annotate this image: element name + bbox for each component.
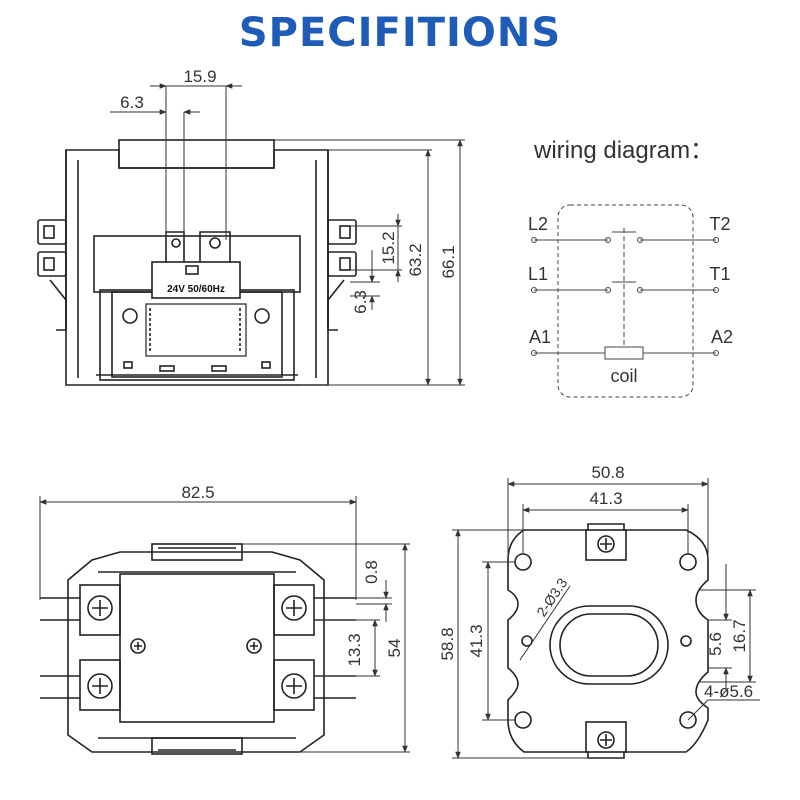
dim-41-3-h: 41.3 [589, 489, 622, 508]
label-T1: T1 [709, 264, 730, 284]
dim-66-1: 66.1 [439, 245, 458, 278]
mount-view-dimensions [452, 478, 760, 759]
dim-16-7: 16.7 [730, 619, 749, 652]
label-A1: A1 [529, 327, 551, 347]
dim-0-8: 0.8 [362, 560, 381, 584]
coil-rating-label: 24V 50/60Hz [167, 284, 225, 295]
dim-mount-holes: 4-ø5.6 [704, 682, 753, 701]
dim-58-8: 58.8 [438, 627, 457, 660]
dim-13-3: 13.3 [345, 633, 364, 666]
page-title: SPECIFITIONS [238, 10, 562, 56]
dim-63-2: 63.2 [406, 243, 425, 276]
front-view-dimensions [110, 83, 465, 386]
dim-50-8: 50.8 [591, 463, 624, 482]
front-view [37, 139, 357, 386]
mount-view [507, 523, 709, 759]
dim-15-9: 15.9 [183, 67, 216, 86]
dim-54: 54 [385, 639, 404, 658]
dim-82-5: 82.5 [181, 483, 214, 502]
label-A2: A2 [711, 327, 733, 347]
label-L1: L1 [528, 264, 548, 284]
dim-5-6: 5.6 [706, 632, 725, 656]
label-T2: T2 [709, 214, 730, 234]
label-L2: L2 [528, 214, 548, 234]
wiring-diagram [531, 204, 719, 398]
wiring-title: wiring diagram： [533, 137, 714, 164]
dim-6-3-top: 6.3 [120, 93, 144, 112]
dim-41-3-v: 41.3 [467, 624, 486, 657]
dim-15-2: 15.2 [379, 231, 398, 264]
dim-6-3-side: 6.3 [351, 290, 370, 314]
top-view [40, 543, 356, 755]
top-view-dimensions [39, 496, 410, 753]
label-coil: coil [610, 366, 637, 386]
